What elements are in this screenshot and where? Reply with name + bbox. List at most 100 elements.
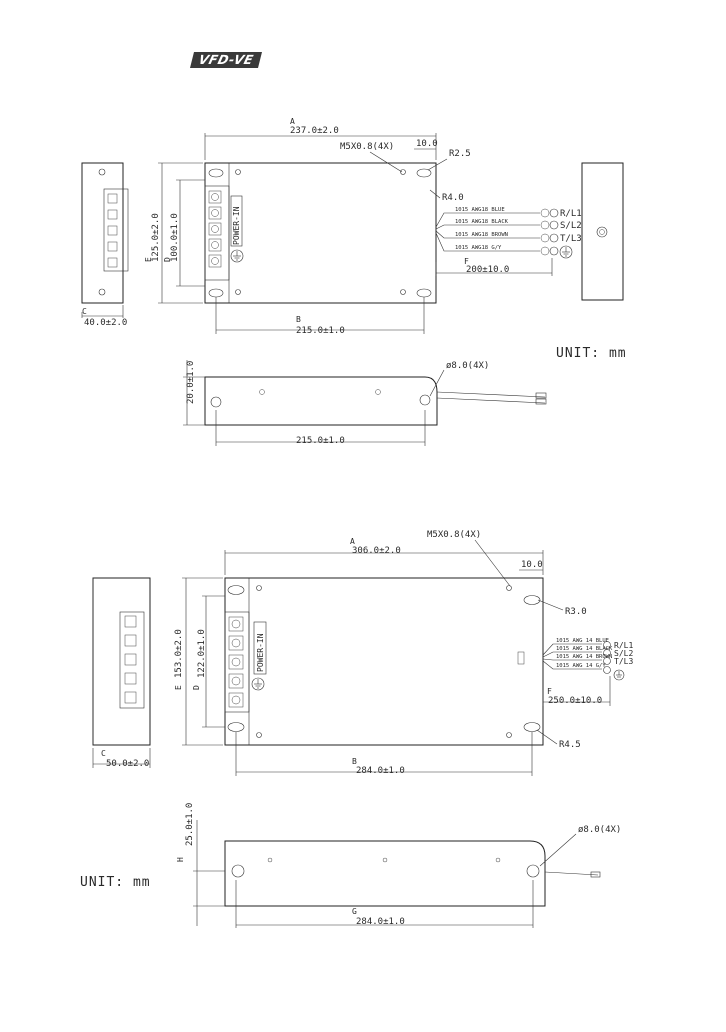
screw-spec: M5X0.8(4X) [427,530,481,540]
terminal-block-end [103,188,129,272]
dim-c-letter: C [101,749,106,758]
wire-desc: 1015 AWG 14 BLUE [556,638,609,644]
dim-f-letter: F [464,257,469,266]
hole-spec: ø8.0(4X) [446,361,489,371]
dim-f-value: 250.0±10.0 [548,696,602,706]
wire-desc: 1015 AWG 14 BROWN [556,654,612,660]
radius-top: R3.0 [565,607,587,617]
dim-f-value: 200±10.0 [466,265,509,275]
dim-10: 10.0 [521,560,543,570]
dim-c-value: 40.0±2.0 [84,318,127,328]
terminal-block-end [119,611,145,709]
dim-d-value: 122.0±1.0 [197,629,207,678]
side-height: 20.0±1.0 [186,361,196,404]
dim-h-letter: H [176,857,185,862]
terminal-label: T/L3 [560,234,582,244]
radius-bottom: R4.5 [559,740,581,750]
mounting-slot-icon [208,168,224,178]
mount-hole [419,394,431,406]
terminal-screw-icon [228,616,244,708]
radius-top: R2.5 [449,149,471,159]
mount-hole [231,864,245,878]
mounting-slot-icon [227,722,245,732]
dim-10: 10.0 [416,139,438,149]
ground-symbol-icon [613,669,625,681]
mount-hole [210,396,222,408]
terminal-label: T/L3 [614,657,633,666]
mount-hole [526,864,540,878]
dim-b-letter: B [296,315,301,324]
terminal-block [204,185,230,281]
screw-hole [235,289,241,295]
dim-f-letter: F [547,687,552,696]
screw-hole [256,585,262,591]
mounting-slot-icon [416,168,432,178]
dim-g-letter: G [352,907,357,916]
dim-d-letter: D [192,685,201,690]
ground-symbol-icon [230,249,244,263]
terminal-screw-icon [208,190,222,268]
dim-a-letter: A [350,537,355,546]
dim-b-letter: B [352,757,357,766]
dim-e-letter: E [174,685,183,690]
dim-e-value: 125.0±2.0 [151,213,161,262]
mount-hole [98,288,106,296]
unit-label: UNIT: mm [556,346,627,361]
screw-hole [400,169,406,175]
filter2-top-view: C 50.0±2.0 POWER-IN [92,530,633,776]
dim-h-value: 25.0±1.0 [185,803,195,846]
filter2-body [224,577,544,746]
terminal-label: S/L2 [560,221,582,231]
wire-desc: 1015 AWG18 BROWN [455,232,508,238]
power-in-label-box [253,621,267,675]
mount-hole [98,168,106,176]
terminal-block [224,611,250,713]
wire-desc: 1015 AWG 14 BLACK [556,646,613,652]
terminal-label: R/L1 [560,209,582,219]
screw-hole [256,732,262,738]
mounting-slot-icon [227,585,245,595]
filter2-side-view: H 25.0±1.0 ø8.0(4X) G 284.0±1.0 [176,803,621,928]
dim-c-letter: C [82,307,87,316]
terminal-label: R/L1 [614,641,633,650]
dim-e-value: 153.0±2.0 [174,629,184,678]
mounting-slot-icon [523,722,541,732]
mounting-slot-icon [208,288,224,298]
filter1-cable-end-view [581,162,624,301]
screw-spec: M5X0.8(4X) [340,142,394,152]
filter1-wires [435,208,559,256]
ground-symbol-icon [559,245,573,259]
screw-hole [400,289,406,295]
power-in-label-box [230,195,243,247]
terminal-screw-icon [107,193,118,268]
terminal-label: S/L2 [614,649,633,658]
filter1-side-view: 20.0±1.0 ø8.0(4X) 215.0±1.0 [183,360,547,446]
dim-d-letter: D [163,257,172,262]
dim-c-value: 50.0±2.0 [106,759,149,769]
dim-a-value: 237.0±2.0 [290,126,339,136]
hole-spec: ø8.0(4X) [578,825,621,835]
cable-gland [596,226,608,238]
wire-desc: 1015 AWG18 G/Y [455,245,502,251]
mounting-slot-icon [416,288,432,298]
mounting-slot-icon [523,595,541,605]
wire-desc: 1015 AWG18 BLUE [455,207,505,213]
screw-hole [506,732,512,738]
filter2-wires [517,641,611,674]
dim-e-letter: E [144,257,153,262]
filter1-end-view [81,162,124,304]
dim-a-letter: A [290,117,295,126]
radius-bottom: R4.0 [442,193,464,203]
filter1-top-view: C 40.0±2.0 POWER-IN [81,117,624,336]
dim-b-value: 215.0±1.0 [296,326,345,336]
ground-symbol-icon [251,677,265,691]
dim-g-value: 284.0±1.0 [356,917,405,927]
wire-desc: 1015 AWG18 BLACK [455,219,509,225]
dim-b-value: 284.0±1.0 [356,766,405,776]
side-length: 215.0±1.0 [296,436,345,446]
wire-desc: 1015 AWG 14 G/Y [556,663,606,669]
filter2-end-view [92,577,151,746]
power-in-label: POWER-IN [232,206,241,245]
screw-hole [235,169,241,175]
